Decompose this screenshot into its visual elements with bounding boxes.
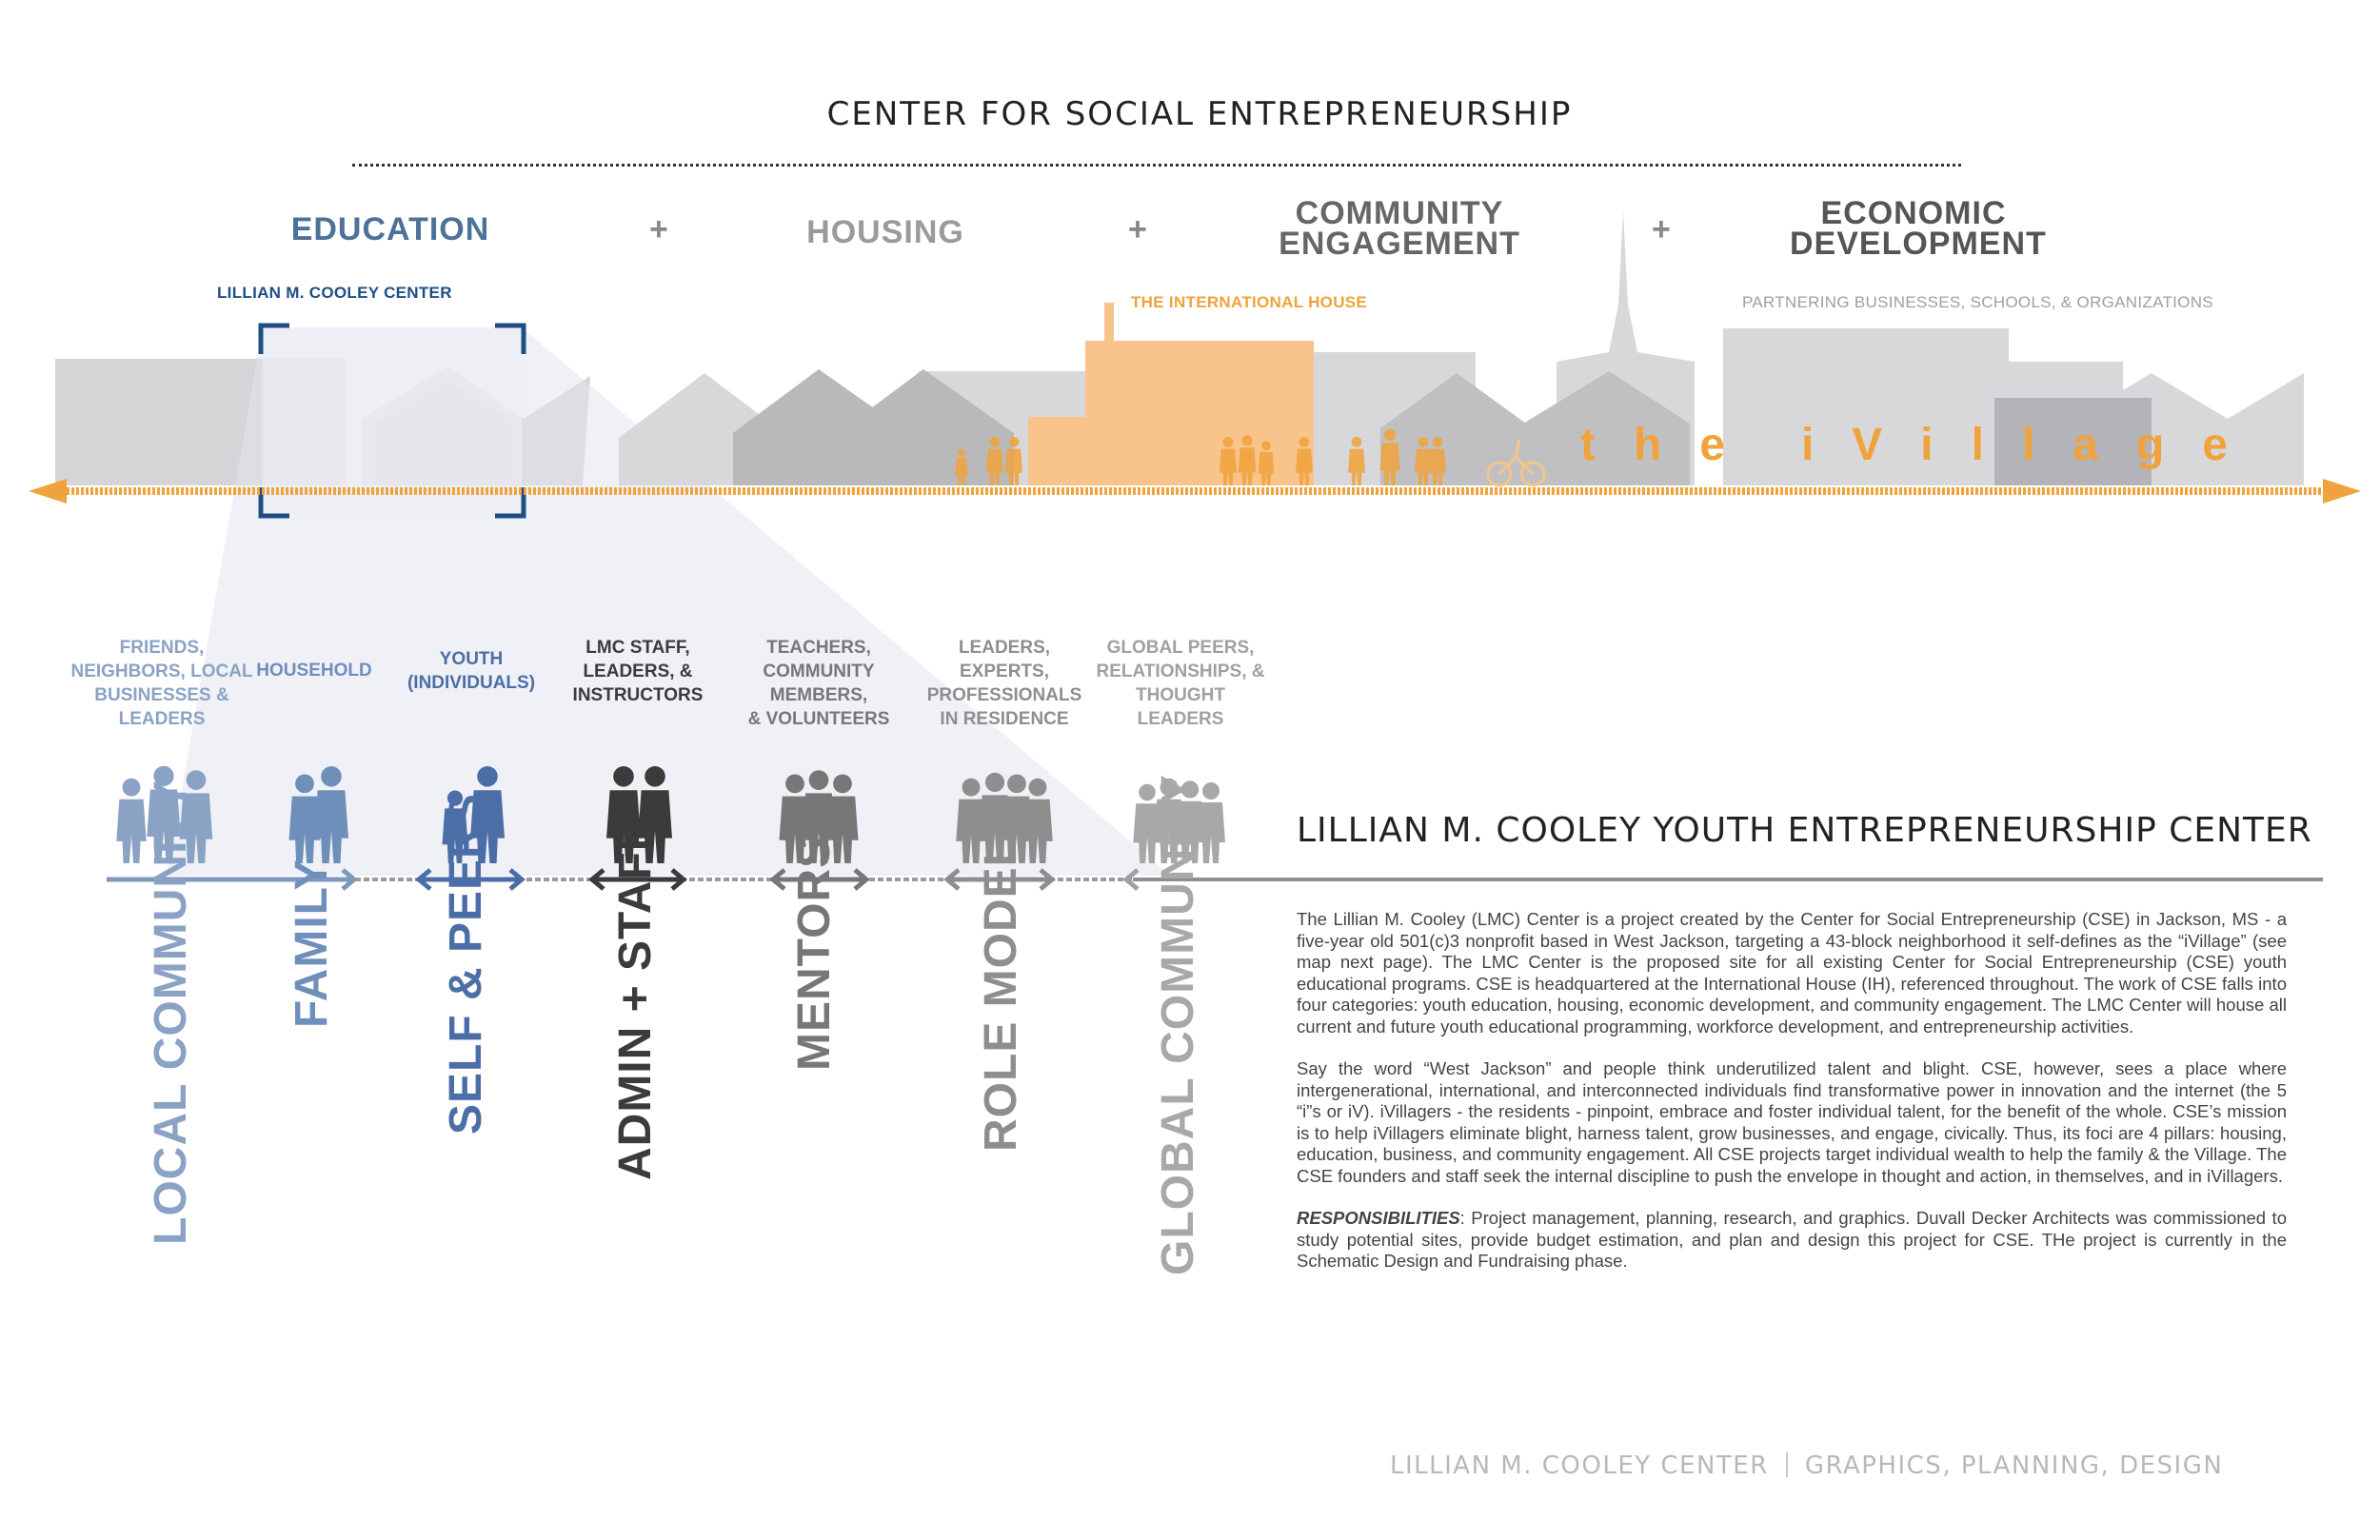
group-label-line: BUSINESSES & xyxy=(94,685,229,705)
building-shape xyxy=(1723,328,2009,485)
building-shape xyxy=(1994,398,2152,485)
ivillage-letter: e xyxy=(1699,420,1725,470)
paragraph: The Lillian M. Cooley (LMC) Center is a … xyxy=(1297,909,2287,1037)
group-label-mentors: TEACHERS, COMMUNITY MEMBERS, & VOLUNTEER… xyxy=(714,636,923,731)
section-title: LILLIAN M. COOLEY YOUTH ENTREPRENEURSHIP… xyxy=(1297,811,2312,850)
paragraph: Say the word “West Jackson” and people t… xyxy=(1297,1058,2287,1186)
arrow-right-icon xyxy=(2323,479,2361,503)
house-shape xyxy=(1523,371,1690,485)
group-label-family: HOUSEHOLD xyxy=(243,659,386,682)
group-label-line: YOUTH xyxy=(439,649,504,669)
group-label-line: HOUSEHOLD xyxy=(256,661,372,681)
responsibilities-label: RESPONSIBILITIES xyxy=(1297,1208,1460,1228)
group-label-admin-staff: LMC STAFF, LEADERS, & INSTRUCTORS xyxy=(557,636,719,707)
arrow-left-icon xyxy=(29,479,67,503)
ivillage-letter: h xyxy=(1633,420,1662,470)
pillar-economic-development: ECONOMIC DEVELOPMENT xyxy=(1790,195,2047,262)
house-shape xyxy=(838,369,1014,485)
group-label-line: IN RESIDENCE xyxy=(940,709,1069,729)
plus-sign: + xyxy=(1128,211,1147,247)
footer-right: GRAPHICS, PLANNING, DESIGN xyxy=(1804,1451,2224,1480)
pillar-housing: HOUSING xyxy=(806,214,964,250)
group-label-line: (INDIVIDUALS) xyxy=(407,673,536,693)
ivillage-letter: i xyxy=(1800,420,1815,470)
page-title: CENTER FOR SOCIAL ENTREPRENEURSHIP xyxy=(826,95,1573,133)
category-self-peers: SELF & PEERS xyxy=(441,793,491,1135)
group-arrows xyxy=(107,868,1140,891)
group-label-line: NEIGHBORS, LOCAL xyxy=(70,661,253,681)
group-label-line: FRIENDS, xyxy=(119,638,205,658)
group-label-line: RELATIONSHIPS, & xyxy=(1096,661,1265,681)
group-label-global-community: GLOBAL PEERS, RELATIONSHIPS, & THOUGHT L… xyxy=(1090,636,1271,731)
ivillage-letter: t xyxy=(1580,420,1596,470)
category-global-community: GLOBAL COMMUNITY xyxy=(1153,773,1203,1275)
international-house-shape xyxy=(1028,303,1314,485)
category-family: FAMILY xyxy=(287,859,337,1028)
partners-label: PARTNERING BUSINESSES, SCHOOLS, & ORGANI… xyxy=(1742,293,2213,311)
ivillage-letter: g xyxy=(2135,420,2165,470)
group-label-line: LEADERS xyxy=(1137,709,1224,729)
group-label-line: LEADERS xyxy=(118,709,206,729)
group-label-line: TEACHERS, xyxy=(766,638,871,658)
pillar-line: ENGAGEMENT xyxy=(1279,226,1520,262)
ivillage-letter: e xyxy=(2202,420,2228,470)
group-label-line: COMMUNITY MEMBERS, xyxy=(763,661,875,705)
group-label-local-community: FRIENDS, NEIGHBORS, LOCAL BUSINESSES & L… xyxy=(57,636,267,731)
group-label-line: PROFESSIONALS xyxy=(926,685,1082,705)
ivillage-letter: i xyxy=(1920,420,1934,470)
group-label-line: LEADERS, xyxy=(958,638,1051,658)
ivillage-letter: a xyxy=(2073,420,2098,470)
cooley-center-label: LILLIAN M. COOLEY CENTER xyxy=(217,284,452,302)
footer-divider xyxy=(1785,1452,1788,1477)
ivillage-letter: l xyxy=(2021,420,2035,470)
category-mentors: MENTORS xyxy=(789,836,840,1071)
pillar-line: DEVELOPMENT xyxy=(1790,226,2047,262)
description-body: The Lillian M. Cooley (LMC) Center is a … xyxy=(1297,909,2287,1293)
responsibilities-text: : Project management, planning, research… xyxy=(1297,1208,2287,1271)
group-label-line: THOUGHT xyxy=(1136,685,1225,705)
group-label-line: GLOBAL PEERS, xyxy=(1106,638,1255,658)
ivillage-letter: l xyxy=(1971,420,1984,470)
category-role-models: ROLE MODELS xyxy=(976,805,1026,1152)
group-label-self-peers: YOUTH (INDIVIDUALS) xyxy=(390,647,552,695)
group-label-role-models: LEADERS, EXPERTS, PROFESSIONALS IN RESID… xyxy=(923,636,1085,731)
category-local-community: LOCAL COMMUNITY xyxy=(146,780,196,1245)
pillar-line: ECONOMIC xyxy=(1820,195,2007,231)
bicycle-icon xyxy=(1486,439,1546,487)
category-admin-staff: ADMIN + STAFF xyxy=(610,821,661,1180)
zoom-window xyxy=(263,327,522,514)
pillar-community-engagement: COMMUNITY ENGAGEMENT xyxy=(1276,195,1523,262)
plus-sign: + xyxy=(649,211,668,247)
paragraph: RESPONSIBILITIES: Project management, pl… xyxy=(1297,1208,2287,1273)
group-label-line: EXPERTS, xyxy=(960,661,1049,681)
ivillage-letter: V xyxy=(1852,420,1883,470)
pillar-education: EDUCATION xyxy=(290,211,490,247)
zoom-bracket xyxy=(258,323,526,519)
footer: LILLIAN M. COOLEY CENTER GRAPHICS, PLANNI… xyxy=(1390,1451,2223,1480)
footer-left: LILLIAN M. COOLEY CENTER xyxy=(1390,1451,1769,1480)
group-label-line: LMC STAFF, xyxy=(585,638,690,658)
pillar-line: COMMUNITY xyxy=(1295,195,1504,231)
group-label-line: & VOLUNTEERS xyxy=(747,709,890,729)
plus-sign: + xyxy=(1652,211,1671,247)
title-divider xyxy=(352,164,1961,167)
group-label-line: INSTRUCTORS xyxy=(572,685,704,705)
international-house-label: THE INTERNATIONAL HOUSE xyxy=(1131,293,1368,311)
group-label-line: LEADERS, & xyxy=(583,661,693,681)
